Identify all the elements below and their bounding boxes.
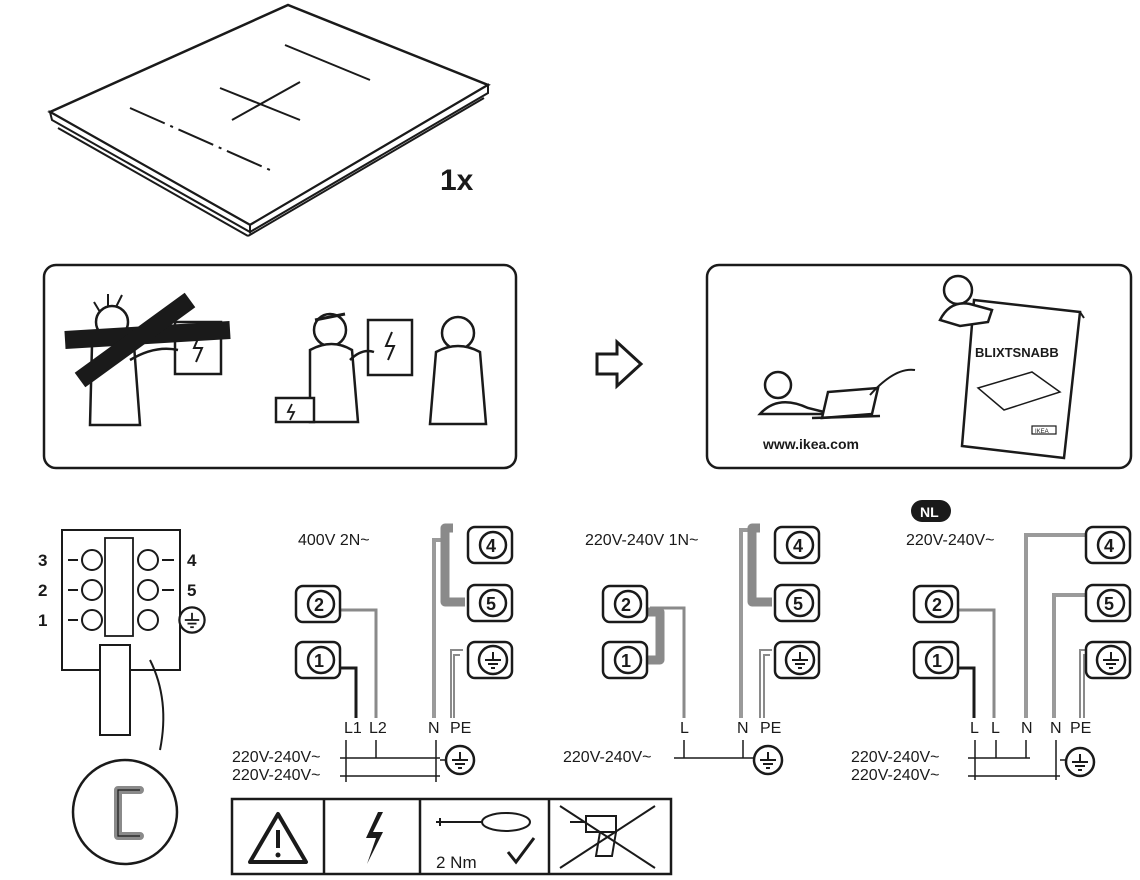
svg-text:5: 5 — [793, 594, 803, 614]
svg-text:N: N — [737, 720, 749, 737]
svg-text:L: L — [991, 720, 1000, 737]
terminal-number-4: 4 — [187, 551, 197, 570]
svg-text:L: L — [970, 720, 979, 737]
svg-text:1: 1 — [932, 651, 942, 671]
svg-text:220V-240V~: 220V-240V~ — [232, 749, 321, 766]
brand-badge: IKEA — [1035, 429, 1049, 435]
earth-ground-icon — [444, 744, 476, 776]
svg-text:220V-240V~: 220V-240V~ — [851, 767, 940, 784]
warning-triangle-icon — [248, 812, 308, 864]
svg-text:L2: L2 — [369, 720, 387, 737]
earth-terminal — [1086, 642, 1130, 678]
website-url: www.ikea.com — [762, 436, 859, 452]
earth-ground-icon — [1064, 746, 1096, 778]
svg-text:N: N — [1021, 720, 1033, 737]
laptop-icon — [811, 368, 916, 420]
svg-text:NL: NL — [920, 504, 939, 520]
terminal-number-5: 5 — [187, 581, 196, 600]
earth-ground-icon — [178, 606, 206, 634]
svg-text:4: 4 — [1104, 536, 1114, 556]
no-diy-person-illustration — [64, 292, 231, 427]
svg-text:PE: PE — [760, 720, 781, 737]
cooktop-illustration — [47, 3, 491, 237]
manual-booklet-icon: IKEA — [938, 274, 1085, 460]
terminal-number-2: 2 — [38, 581, 47, 600]
svg-text:PE: PE — [450, 720, 471, 737]
voltage-title: 400V 2N~ — [298, 532, 370, 549]
earth-terminal — [468, 642, 512, 678]
svg-text:1: 1 — [314, 651, 324, 671]
terminal-block-illustration — [61, 529, 181, 866]
lightning-bolt-icon — [366, 812, 383, 864]
country-badge — [911, 500, 951, 522]
svg-text:N: N — [428, 720, 440, 737]
svg-text:N: N — [1050, 720, 1062, 737]
wiring-diagram-400v: 400V 2N~ 4 5 2 1 L1 L2 N PE 220V-240V~ 2… — [232, 523, 514, 784]
screwdriver-icon — [436, 812, 531, 832]
torque-label: 2 Nm — [436, 853, 477, 872]
tool-strip: 2 Nm — [230, 797, 673, 876]
voltage-title: 220V-240V~ — [906, 532, 995, 549]
svg-text:5: 5 — [486, 594, 496, 614]
checkmark-icon — [506, 837, 536, 865]
electrician-illustration — [274, 312, 488, 426]
earth-terminal — [775, 642, 819, 678]
svg-text:5: 5 — [1104, 594, 1114, 614]
svg-text:2: 2 — [314, 595, 324, 615]
svg-text:2: 2 — [621, 595, 631, 615]
svg-text:4: 4 — [793, 536, 803, 556]
svg-text:220V-240V~: 220V-240V~ — [563, 749, 652, 766]
wiring-diagram-nl: NL 220V-240V~ 4 5 2 1 L L N N PE 220V-24… — [851, 500, 1132, 784]
manual-title: BLIXTSNABB — [975, 345, 1059, 360]
svg-text:220V-240V~: 220V-240V~ — [851, 749, 940, 766]
svg-text:PE: PE — [1070, 720, 1091, 737]
svg-text:1: 1 — [621, 651, 631, 671]
svg-text:220V-240V~: 220V-240V~ — [232, 767, 321, 784]
terminal-number-1: 1 — [38, 611, 47, 630]
person-at-laptop-illustration — [757, 370, 833, 416]
no-power-drill-icon — [559, 805, 656, 869]
wiring-diagram-1n: 220V-240V 1N~ 4 5 2 1 L N PE 220V-240V~ — [563, 523, 821, 776]
quantity-label: 1x — [440, 164, 474, 197]
svg-text:2: 2 — [932, 595, 942, 615]
svg-text:L1: L1 — [344, 720, 362, 737]
svg-text:4: 4 — [486, 536, 496, 556]
earth-ground-icon — [752, 744, 784, 776]
svg-text:L: L — [680, 720, 689, 737]
voltage-title: 220V-240V 1N~ — [585, 532, 698, 549]
arrow-right-icon — [595, 338, 644, 390]
terminal-number-3: 3 — [38, 551, 47, 570]
